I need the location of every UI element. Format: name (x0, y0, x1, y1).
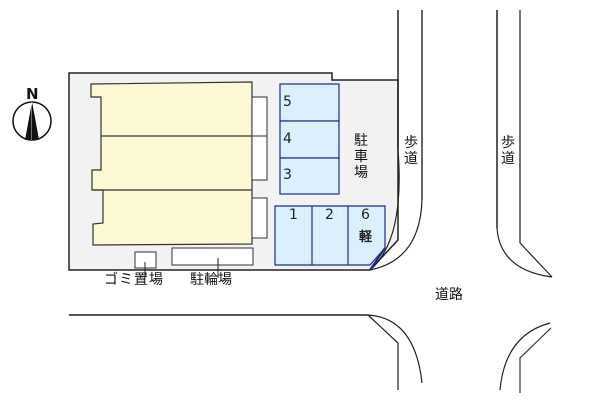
garbage-area-label: ゴミ置場 (104, 272, 164, 288)
parking-number: 4 (283, 131, 292, 147)
char: 道 (404, 151, 418, 167)
parking-space-5 (279, 83, 340, 122)
parking-lot-label: 駐 車 場 (353, 133, 369, 181)
parking-lower-block (274, 205, 386, 266)
parking-number: 3 (283, 167, 292, 183)
bicycle-parking (171, 247, 254, 266)
char: 歩 (404, 135, 418, 151)
char: 場 (354, 165, 368, 181)
balcony (251, 197, 268, 239)
parking-number: 1 (289, 207, 298, 223)
char: 車 (354, 149, 368, 165)
bicycle-parking-label: 駐輪場 (190, 272, 232, 288)
parking-space-4 (279, 120, 340, 159)
kei-car-label: 軽 (359, 230, 373, 245)
parking-space-3 (279, 157, 340, 195)
parking-number: 2 (325, 207, 334, 223)
compass-north-label: N (26, 85, 39, 103)
building (90, 81, 253, 246)
parking-number: 5 (283, 94, 292, 110)
char: 歩 (501, 135, 515, 151)
parking-number: 6 (361, 207, 370, 223)
north-arrow-icon (12, 101, 52, 141)
balcony (251, 96, 268, 181)
sidewalk-right-label: 歩 道 (500, 135, 516, 167)
char: 道 (501, 151, 515, 167)
road-label: 道路 (435, 287, 463, 303)
sidewalk-left-label: 歩 道 (403, 135, 419, 167)
char: 駐 (354, 133, 368, 149)
